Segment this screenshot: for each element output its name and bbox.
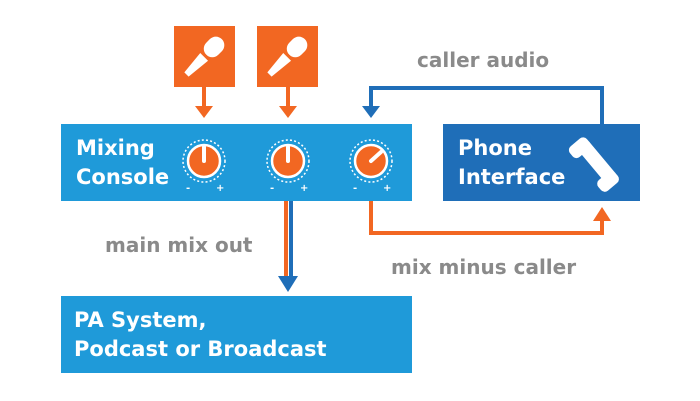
knob-icon: - +	[349, 139, 393, 194]
phone-interface-box: Phone Interface	[443, 124, 640, 201]
mix-minus-arrow	[369, 201, 611, 235]
knob1-plus-label: +	[216, 183, 224, 194]
knob-icon: - +	[266, 139, 310, 194]
microphone-icon	[267, 36, 308, 77]
microphone-2-tile	[257, 26, 318, 87]
mix-minus-caller-label: mix minus caller	[391, 255, 577, 279]
phone-interface-title-line2: Interface	[458, 165, 566, 189]
knob3-plus-label: +	[383, 183, 391, 194]
phone-interface-title-line1: Phone	[458, 136, 532, 160]
knob3-minus-label: -	[353, 183, 357, 194]
pa-system-title: PA System, Podcast or Broadcast	[74, 306, 327, 364]
phone-interface-title: Phone Interface	[458, 134, 565, 192]
mixing-console-title-line2: Console	[76, 165, 170, 189]
knob-icon: - +	[182, 139, 226, 194]
mixing-console-title: Mixing Console	[76, 134, 169, 192]
pa-system-title-line2: Podcast or Broadcast	[74, 337, 327, 361]
mixing-console-title-line1: Mixing	[76, 136, 155, 160]
phone-handset-icon	[568, 137, 619, 192]
mixing-console-box: Mixing Console - + - + - +	[61, 124, 412, 201]
main-mix-out-arrow	[278, 201, 298, 292]
caller-audio-arrow	[362, 86, 604, 124]
caller-audio-label: caller audio	[417, 48, 550, 72]
mic2-to-console-arrow	[279, 87, 297, 118]
knob1-minus-label: -	[186, 183, 190, 194]
mic1-to-console-arrow	[195, 87, 213, 118]
microphone-1-tile	[174, 26, 235, 87]
main-mix-out-label: main mix out	[105, 233, 253, 257]
pa-system-title-line1: PA System,	[74, 308, 207, 332]
pa-system-box: PA System, Podcast or Broadcast	[61, 296, 412, 373]
microphone-icon	[184, 36, 225, 77]
knob2-plus-label: +	[300, 183, 308, 194]
knob2-minus-label: -	[270, 183, 274, 194]
